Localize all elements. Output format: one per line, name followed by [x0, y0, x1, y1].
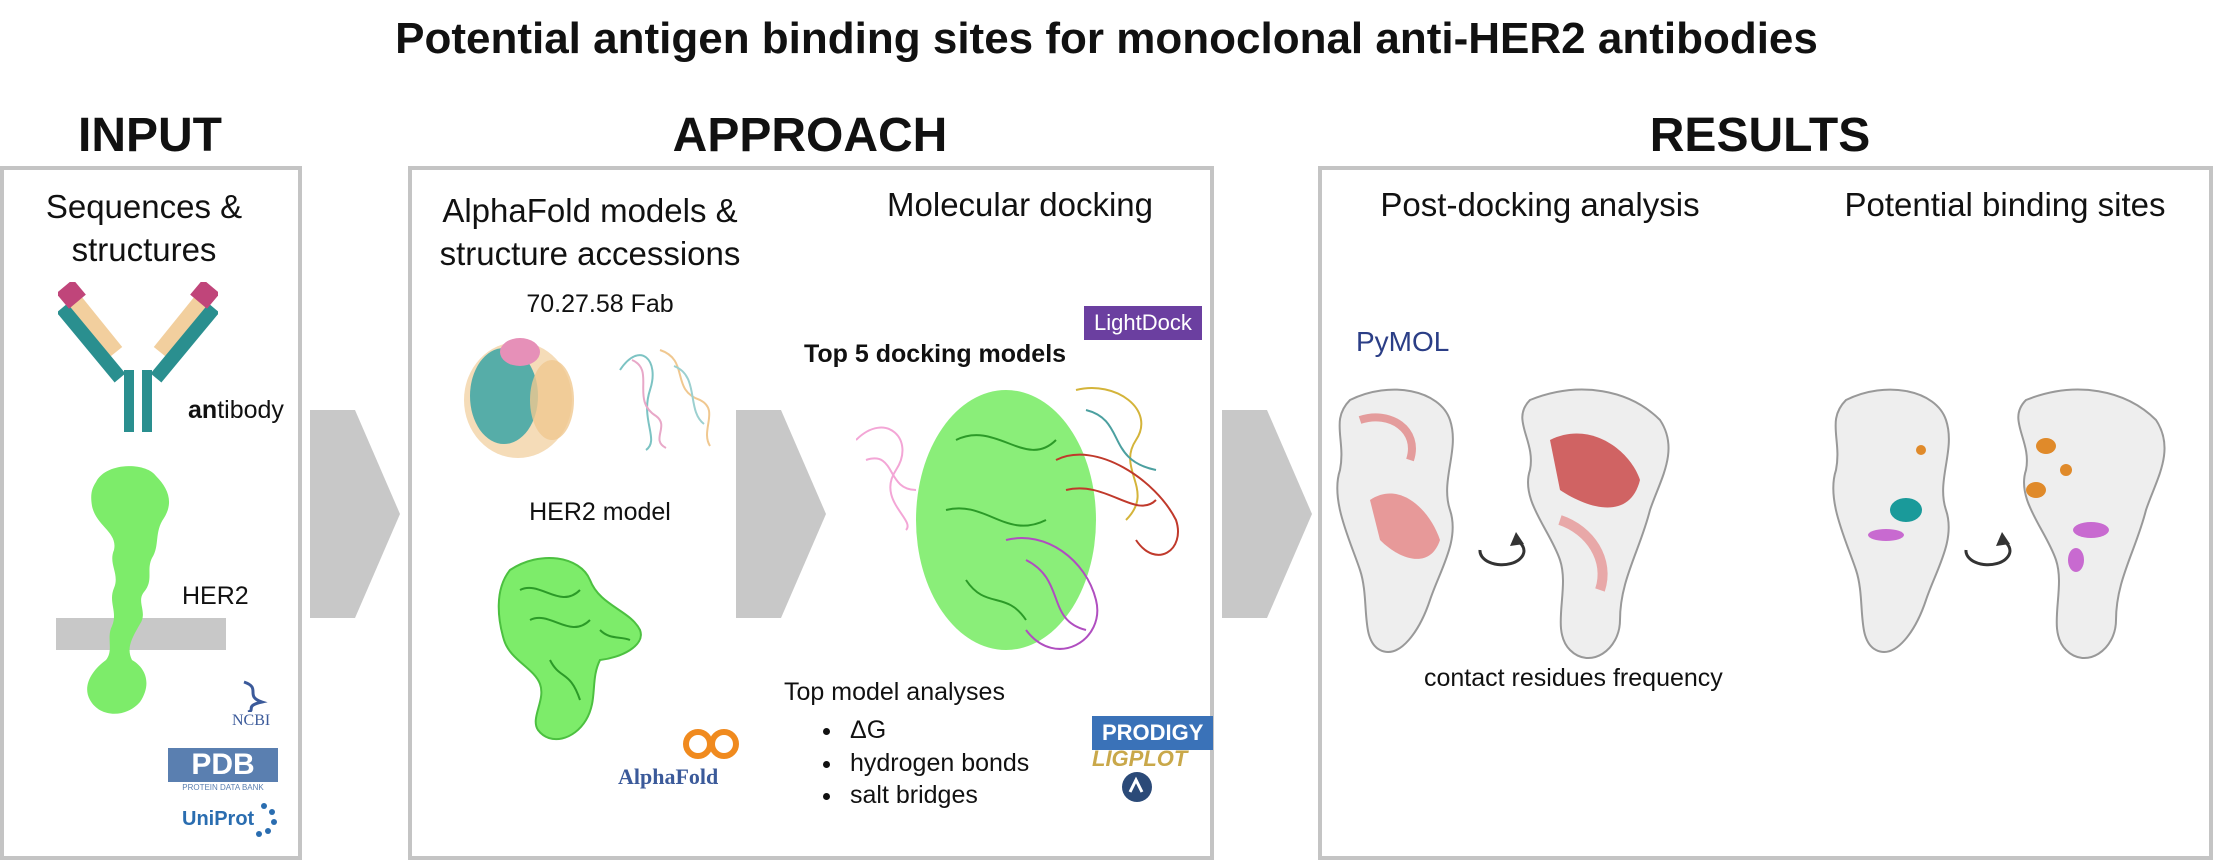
post-docking-surfaces-image — [1336, 388, 1670, 660]
antibody-label: antibody — [188, 396, 284, 425]
pymol-logo-text: PyMOL — [1356, 326, 1450, 357]
her2-model-label: HER2 model — [529, 498, 671, 526]
antibody-label-bold: an — [188, 396, 218, 424]
antibody-icon — [58, 282, 218, 432]
contact-residues-label: contact residues frequency — [1424, 664, 1723, 692]
flow-arrow-3 — [1222, 410, 1312, 618]
analyses-list: ΔG hydrogen bonds salt bridges — [800, 714, 1029, 812]
analyses-heading: Top model analyses — [784, 678, 1005, 706]
binding-sites-surfaces-image — [1832, 388, 2166, 660]
pdbsum-icon — [1122, 772, 1152, 802]
top5-label: Top 5 docking models — [804, 340, 1067, 368]
alphafold-logo-text: AlphaFold — [618, 764, 719, 789]
ligplot-logo: LIGPLOT — [1092, 746, 1188, 771]
prodigy-badge: PRODIGY — [1092, 716, 1214, 750]
analysis-item-hbonds: hydrogen bonds — [844, 747, 1029, 780]
ncbi-icon — [243, 680, 268, 712]
lightdock-badge: LightDock — [1084, 306, 1202, 340]
alphafold-heading: AlphaFold models & structure accessions — [439, 192, 741, 272]
analysis-item-saltbridges: salt bridges — [844, 779, 1029, 812]
pdb-logo: PDB — [168, 748, 278, 782]
fab-label: 70.27.58 Fab — [526, 290, 674, 318]
antibody-label-rest: tibody — [217, 396, 284, 424]
uniprot-dots-icon — [256, 803, 277, 837]
her2-icon — [56, 466, 226, 714]
uniprot-logo: UniProt — [182, 808, 255, 830]
section-input-header: INPUT — [78, 109, 222, 162]
pymol-logo: PyMOL — [1356, 326, 1449, 358]
flow-arrow-2 — [736, 410, 826, 618]
fab-structure-image — [464, 338, 711, 458]
docking-heading: Molecular docking — [887, 186, 1153, 223]
pdb-logo-sub: PROTEIN DATA BANK — [182, 783, 264, 792]
section-results-header: RESULTS — [1649, 109, 1871, 162]
input-heading: Sequences & structures — [45, 188, 243, 268]
her2-label: HER2 — [182, 582, 249, 610]
binding-sites-heading: Potential binding sites — [1844, 186, 2166, 223]
docking-models-image — [856, 387, 1179, 650]
membrane-bar — [56, 618, 226, 650]
ncbi-logo-text: NCBI — [232, 712, 271, 729]
figure-title: Potential antigen binding sites for mono… — [395, 14, 1818, 63]
flow-arrow-1 — [310, 410, 400, 618]
section-approach-header: APPROACH — [672, 109, 948, 162]
analysis-item-dg: ΔG — [844, 714, 1029, 747]
her2-model-image — [497, 557, 642, 740]
post-docking-heading: Post-docking analysis — [1380, 186, 1700, 223]
alphafold-icon — [683, 729, 739, 759]
